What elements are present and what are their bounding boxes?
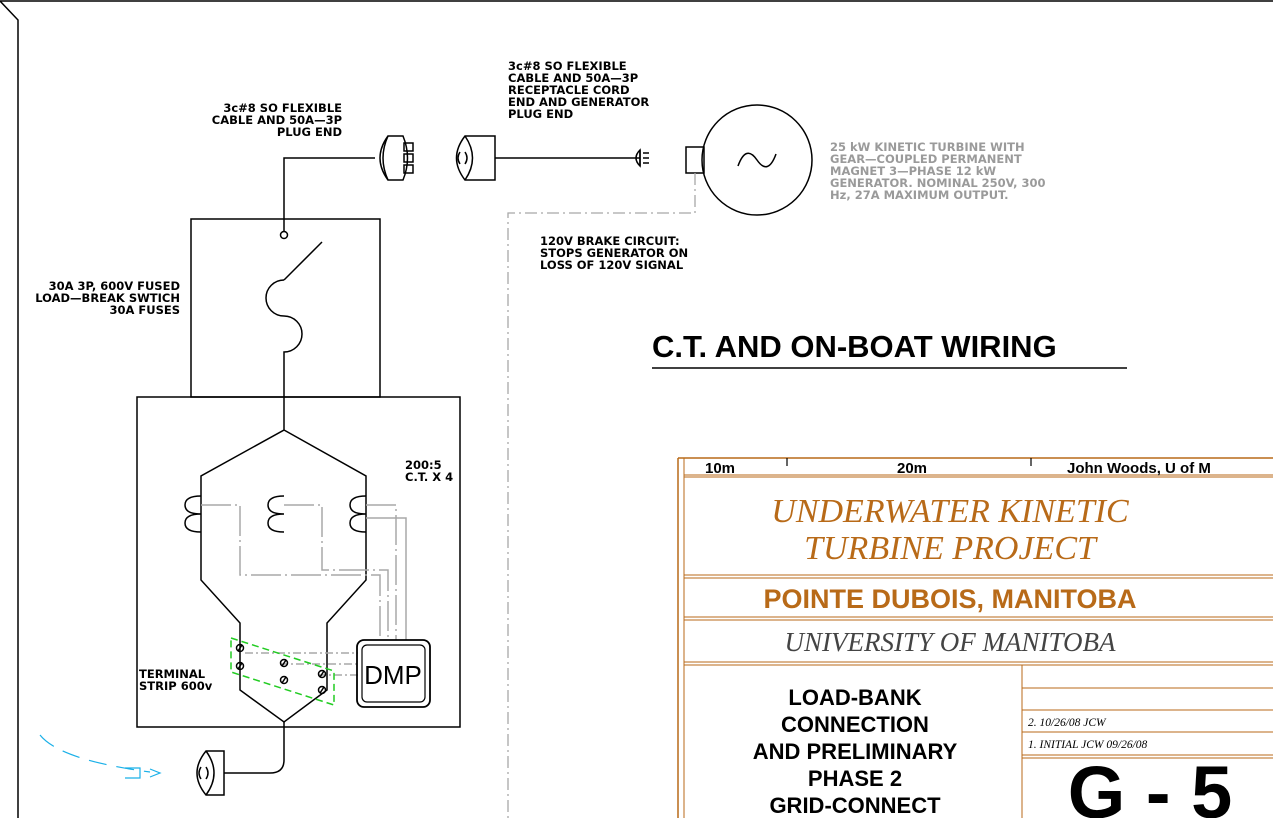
ct-label: 200:5 C.T. X 4 xyxy=(405,458,453,484)
switch-line3: 30A FUSES xyxy=(109,303,180,317)
receptacle-line3: RECEPTACLE CORD xyxy=(508,83,630,97)
ct-secondary-wiring xyxy=(201,504,407,676)
cable-to-switch xyxy=(283,157,375,232)
title-block: 10m 20m John Woods, U of M UNDERWATER KI… xyxy=(677,457,1273,818)
terminal-line1: TERMINAL xyxy=(139,667,206,681)
terminal-strip-label: TERMINAL STRIP 600v xyxy=(139,667,213,693)
project-line2: TURBINE PROJECT xyxy=(804,530,1098,567)
plug-cable-line3: PLUG END xyxy=(277,125,342,139)
generator-plug-icon xyxy=(635,148,649,168)
university-name: UNIVERSITY OF MANITOBA xyxy=(785,627,1116,657)
turbine-line5: Hz, 27A MAXIMUM OUTPUT. xyxy=(830,188,1009,202)
desc-line4: PHASE 2 xyxy=(808,766,902,791)
ct-line2: C.T. X 4 xyxy=(405,470,453,484)
brake-line2: STOPS GENERATOR ON xyxy=(540,246,688,260)
incoming-feed-line xyxy=(39,734,162,779)
title-block-scale-a: 10m xyxy=(705,460,735,477)
brake-line1: 120V BRAKE CIRCUIT: xyxy=(540,234,680,248)
receptacle-line4: END AND GENERATOR xyxy=(508,95,649,109)
project-location: POINTE DUBOIS, MANITOBA xyxy=(763,584,1136,614)
receptacle-line1: 3c#8 SO FLEXIBLE xyxy=(508,59,627,73)
project-line1: UNDERWATER KINETIC xyxy=(771,493,1129,530)
terminal-line2: STRIP 600v xyxy=(139,679,213,693)
turbine-line4: GENERATOR. NOMINAL 250V, 300 xyxy=(830,176,1045,190)
switch-label: 30A 3P, 600V FUSED LOAD—BREAK SWTICH 30A… xyxy=(35,279,180,317)
plug-cable-label: 3c#8 SO FLEXIBLE CABLE AND 50A—3P PLUG E… xyxy=(212,101,342,139)
turbine-line3: MAGNET 3—PHASE 12 kW xyxy=(830,164,996,178)
plug-cable-line2: CABLE AND 50A—3P xyxy=(212,113,342,127)
desc-line1: LOAD-BANK xyxy=(788,685,921,710)
revision-2: 2. 10/26/08 JCW xyxy=(1028,717,1107,729)
dmp-label: DMP xyxy=(364,660,422,690)
brake-circuit-label: 120V BRAKE CIRCUIT: STOPS GENERATOR ON L… xyxy=(540,234,688,272)
turbine-label: 25 kW KINETIC TURBINE WITH GEAR—COUPLED … xyxy=(830,140,1045,202)
brake-line3: LOSS OF 120V SIGNAL xyxy=(540,258,684,272)
turbine-line1: 25 kW KINETIC TURBINE WITH xyxy=(830,140,1025,154)
receptacle-line2: CABLE AND 50A—3P xyxy=(508,71,638,85)
ct-coil-center xyxy=(267,495,285,533)
plug-cable-line1: 3c#8 SO FLEXIBLE xyxy=(223,101,342,115)
switch-line2: LOAD—BREAK SWTICH xyxy=(35,291,180,305)
dmp-meter: DMP xyxy=(356,639,431,708)
title-block-author: John Woods, U of M xyxy=(1067,460,1211,477)
drawing-title: C.T. AND ON-BOAT WIRING xyxy=(652,329,1057,364)
brake-circuit-line xyxy=(507,173,696,818)
busbar-outline xyxy=(200,397,367,723)
ct-coil-right xyxy=(349,495,367,533)
terminal-strip xyxy=(230,636,335,707)
fused-load-break-switch xyxy=(190,218,381,398)
title-block-scale-b: 20m xyxy=(897,460,927,477)
receptacle-line5: PLUG END xyxy=(508,107,573,121)
switch-line1: 30A 3P, 600V FUSED xyxy=(49,279,180,293)
ct-enclosure xyxy=(136,396,461,728)
border-left xyxy=(0,0,19,818)
turbine-line2: GEAR—COUPLED PERMANENT xyxy=(830,152,1022,166)
revision-1: 1. INITIAL JCW 09/26/08 xyxy=(1028,739,1148,751)
desc-line2: CONNECTION xyxy=(781,712,929,737)
plug-end-icon xyxy=(379,135,414,181)
receptacle-cable-label: 3c#8 SO FLEXIBLE CABLE AND 50A—3P RECEPT… xyxy=(508,59,649,121)
ct-coil-left xyxy=(184,495,202,533)
output-cable xyxy=(224,722,285,774)
desc-line5: GRID-CONNECT xyxy=(769,793,941,818)
sheet-number: G - 5 xyxy=(1068,751,1232,818)
output-receptacle-icon xyxy=(196,750,225,796)
ct-line1: 200:5 xyxy=(405,458,442,472)
receptacle-cord-end-icon xyxy=(455,135,640,181)
generator-icon xyxy=(685,104,813,216)
desc-line3: AND PRELIMINARY xyxy=(753,739,958,764)
